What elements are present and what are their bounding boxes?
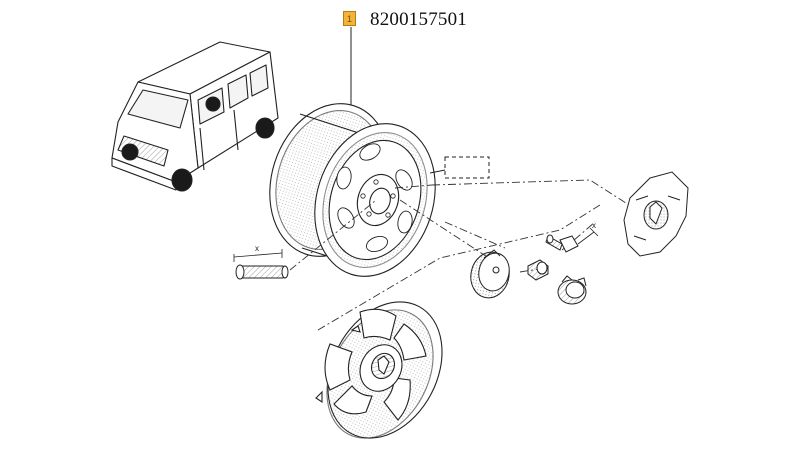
wheel-nut xyxy=(527,259,549,281)
wheel-stud xyxy=(235,264,289,280)
callout-index-badge[interactable]: 1 xyxy=(343,11,356,26)
van-illustration xyxy=(111,41,279,192)
bolt-dimension: x xyxy=(577,221,599,245)
part-number-label[interactable]: 8200157501 xyxy=(370,9,467,30)
dashed-reference-box xyxy=(444,156,490,179)
bolt-dimension-label: x xyxy=(592,221,596,230)
wheel-bolt xyxy=(545,234,579,253)
stud-dimension-label: x xyxy=(255,244,259,253)
stud-dimension: x xyxy=(233,244,283,262)
center-cap xyxy=(470,249,510,299)
emblem-disc xyxy=(623,171,689,257)
reference-leader xyxy=(429,169,446,174)
wheel-trim-hubcap xyxy=(315,301,443,439)
steel-wheel-rim xyxy=(269,103,436,277)
locking-nut xyxy=(557,275,587,305)
